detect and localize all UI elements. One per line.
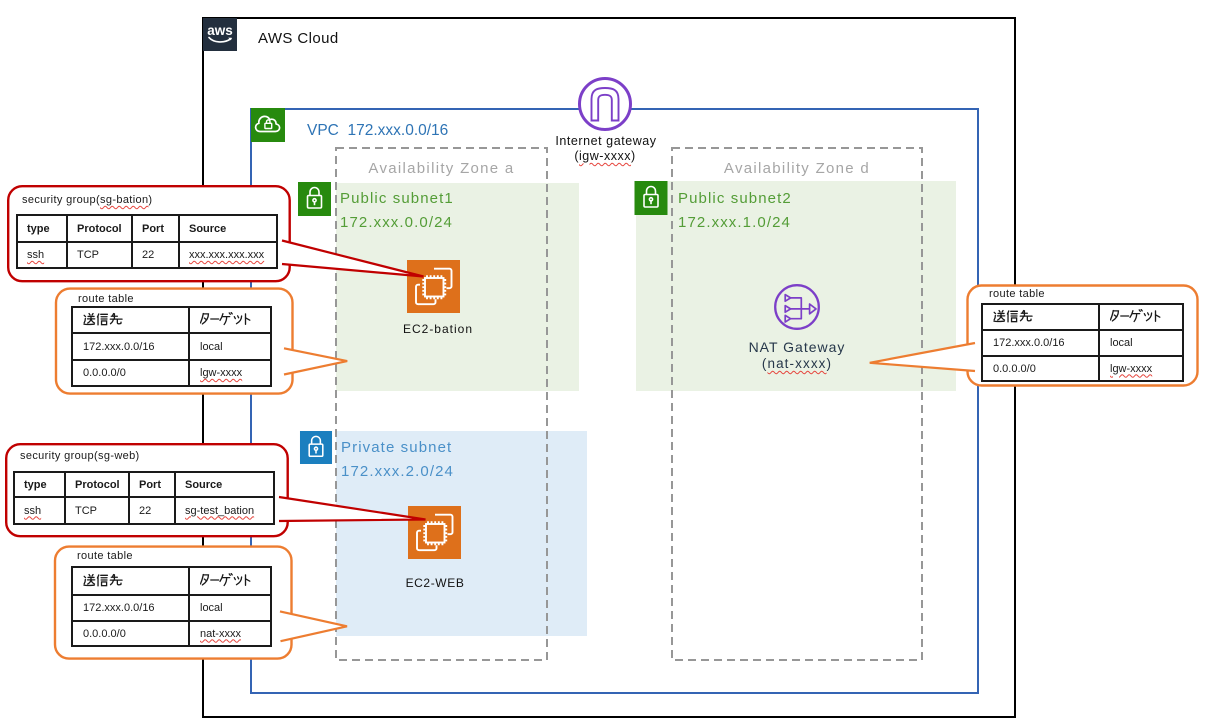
svg-text:aws: aws bbox=[207, 23, 233, 38]
